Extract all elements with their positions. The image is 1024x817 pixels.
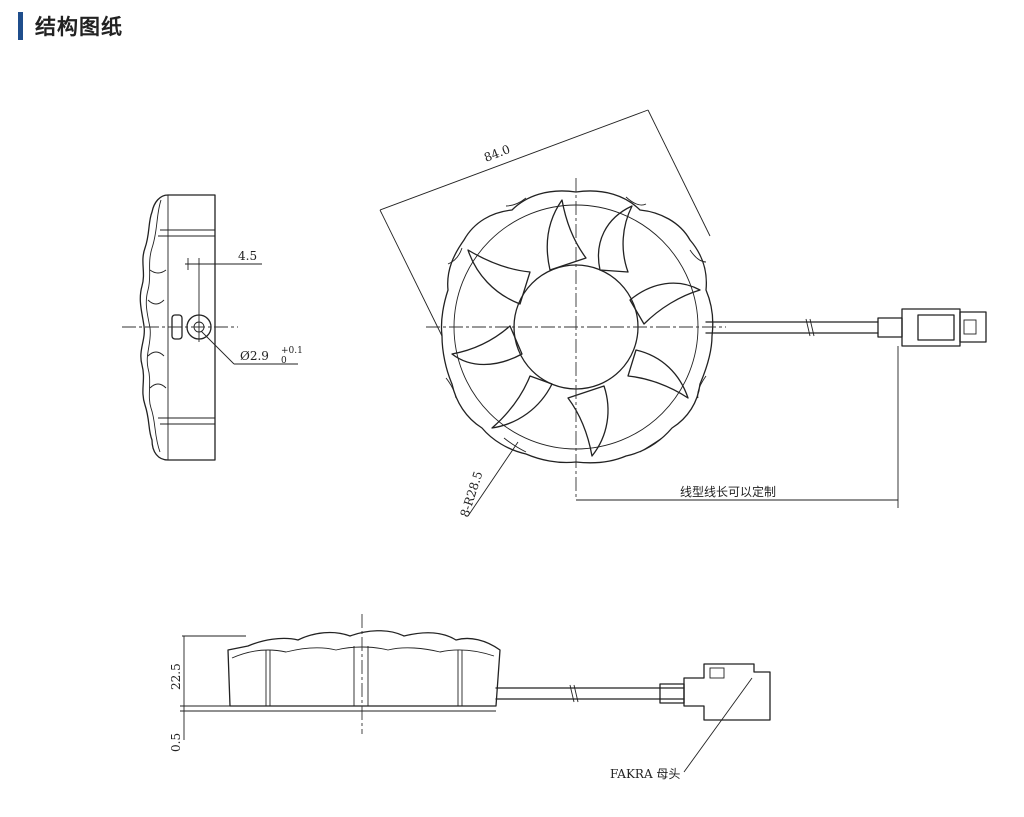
dim-offset-label: 4.5 xyxy=(238,249,257,263)
fan-blades xyxy=(451,199,701,457)
dim-hole-tol-upper: +0.1 xyxy=(281,346,303,356)
dim-radius-label: 8-R28.5 xyxy=(458,469,486,518)
bottom-view-body-outline xyxy=(227,630,501,707)
front-view xyxy=(379,109,987,517)
connector-label: FAKRA 母头 xyxy=(610,767,680,781)
dim-cable-note: 线型线长可以定制 xyxy=(680,484,776,499)
dim-diameter-label: 84.0 xyxy=(482,142,512,165)
side-view-body-outline xyxy=(139,194,216,461)
section-title: 结构图纸 xyxy=(35,15,123,39)
dim-height-label: 22.5 xyxy=(169,663,183,690)
header-accent-bar xyxy=(18,12,23,40)
bottom-view xyxy=(180,614,771,773)
dim-hole-tol-lower: 0 xyxy=(281,356,287,366)
dim-hole-label: Ø2.9 xyxy=(240,349,269,363)
section-header: 结构图纸 xyxy=(18,12,123,40)
side-view xyxy=(122,194,298,461)
dim-base-label: 0.5 xyxy=(169,733,183,752)
fakra-connector-side xyxy=(683,663,771,721)
